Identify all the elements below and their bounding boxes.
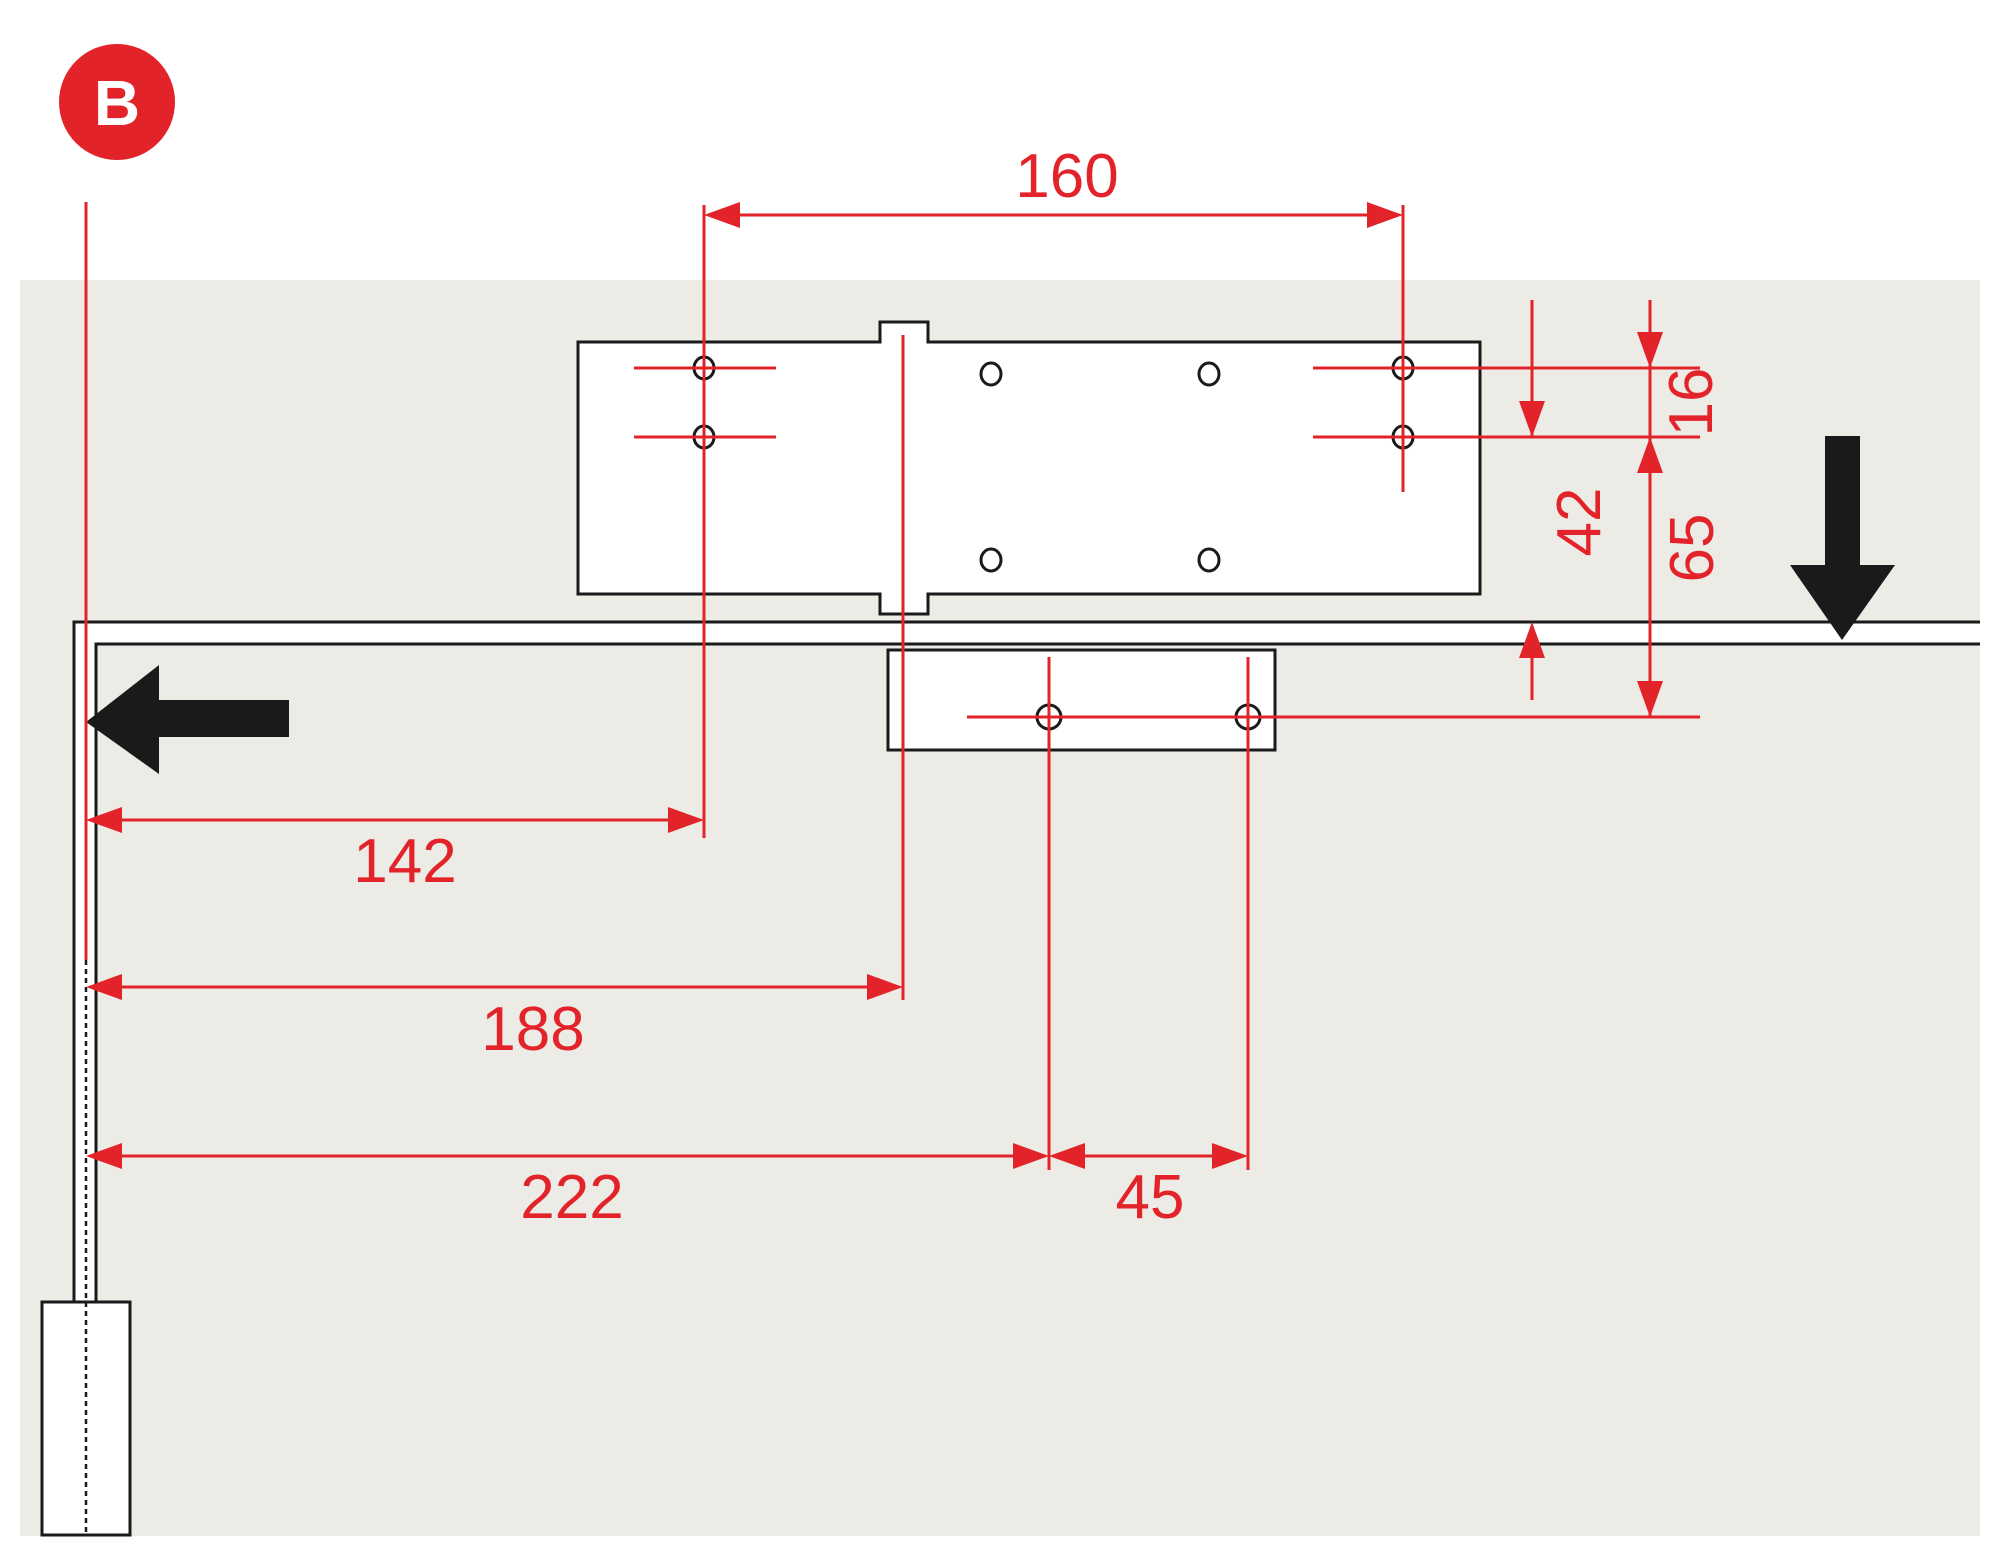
- step-badge: B: [59, 44, 175, 160]
- reference-lines: [84, 202, 1700, 1170]
- dim-142-label: 142: [353, 827, 456, 896]
- hole-icon: [979, 361, 1003, 387]
- hole-icon: [1197, 547, 1221, 573]
- dimension-lines: [86, 202, 1663, 1169]
- arrow-down-icon: [1790, 436, 1895, 640]
- dim-16-label: 16: [1657, 368, 1726, 437]
- lower-bracket: [886, 648, 1277, 752]
- dimension-labels: 160 142 188 222 45 16 42 65: [353, 142, 1727, 1232]
- dim-160-label: 160: [1015, 142, 1118, 211]
- top-mounting-plate: [576, 320, 1482, 616]
- hinge-post: [40, 960, 132, 1537]
- dim-188-label: 188: [481, 995, 584, 1064]
- frame-profile: [72, 620, 1980, 1535]
- dim-222-label: 222: [520, 1163, 623, 1232]
- badge-label: B: [94, 67, 140, 139]
- badge-circle: [59, 44, 175, 160]
- arrow-left-icon: [86, 665, 289, 774]
- hole-icon: [979, 547, 1003, 573]
- dim-65-label: 65: [1658, 514, 1727, 583]
- hole-icon: [1197, 361, 1221, 387]
- dim-45-label: 45: [1116, 1163, 1185, 1232]
- dim-42-label: 42: [1545, 488, 1614, 557]
